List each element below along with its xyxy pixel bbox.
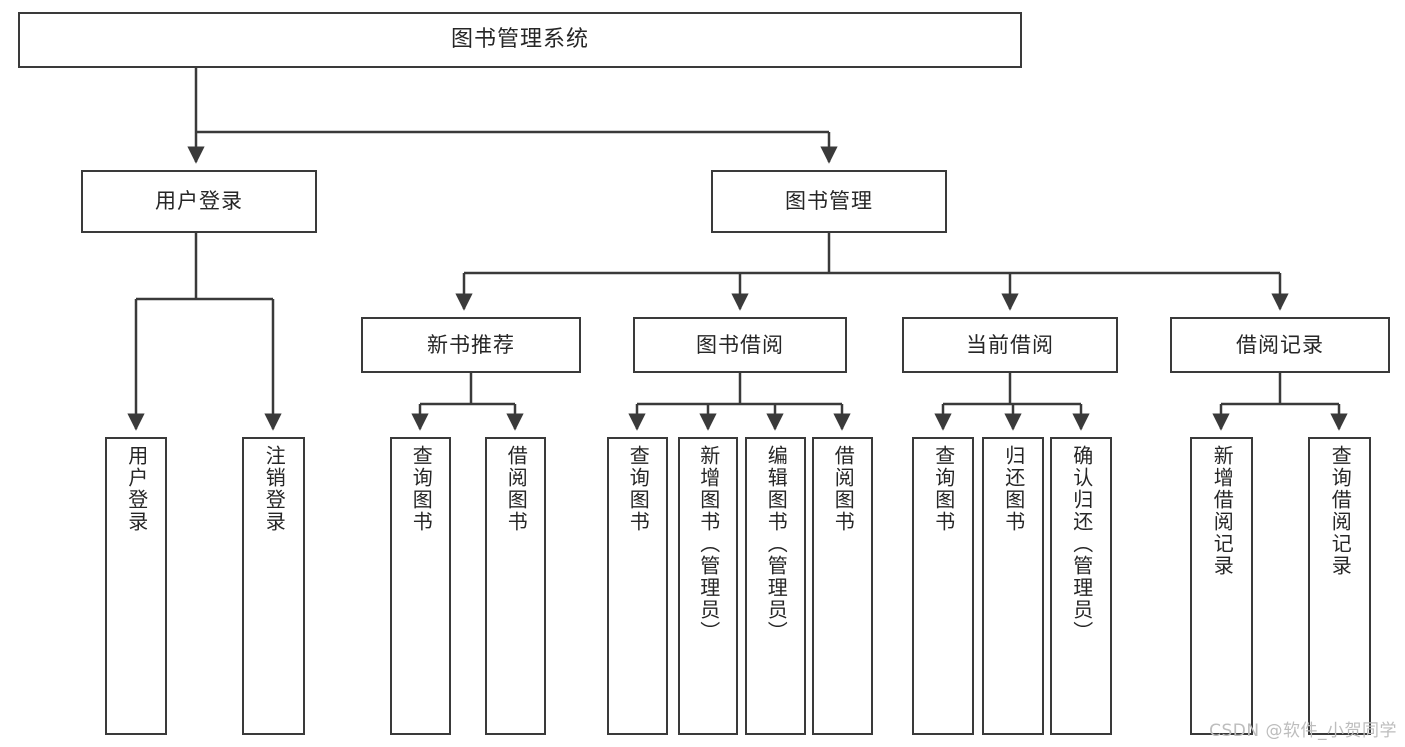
node-borrow-record[interactable]: 借阅记录 <box>1170 317 1390 373</box>
node-current-borrow[interactable]: 当前借阅 <box>902 317 1118 373</box>
node-leaf-query-book-2[interactable]: 查询图书 <box>607 437 668 735</box>
node-current-borrow-label: 当前借阅 <box>966 332 1054 357</box>
node-leaf-logout-login[interactable]: 注销登录 <box>242 437 305 735</box>
node-leaf-return-book[interactable]: 归还图书 <box>982 437 1044 735</box>
node-user-login[interactable]: 用户登录 <box>81 170 317 233</box>
node-leaf-edit-book[interactable]: 编辑图书（管理员） <box>745 437 806 735</box>
node-leaf-add-book[interactable]: 新增图书（管理员） <box>678 437 738 735</box>
node-leaf-borrow-book-1[interactable]: 借阅图书 <box>485 437 546 735</box>
node-leaf-query-book-3[interactable]: 查询图书 <box>912 437 974 735</box>
node-leaf-borrow-book-1-label: 借阅图书 <box>504 445 529 533</box>
node-book-borrow[interactable]: 图书借阅 <box>633 317 847 373</box>
node-leaf-query-book-2-label: 查询图书 <box>626 445 651 533</box>
node-leaf-user-login-label: 用户登录 <box>124 445 149 533</box>
node-leaf-logout-login-label: 注销登录 <box>262 445 287 533</box>
node-leaf-query-book-1[interactable]: 查询图书 <box>390 437 451 735</box>
watermark-text: CSDN @软件_小贺同学 <box>1209 721 1397 741</box>
node-book-manage-label: 图书管理 <box>785 189 873 214</box>
node-user-login-label: 用户登录 <box>155 189 243 214</box>
node-leaf-query-book-1-label: 查询图书 <box>409 445 434 533</box>
node-new-book-recommend-label: 新书推荐 <box>427 332 515 357</box>
node-book-borrow-label: 图书借阅 <box>696 332 784 357</box>
node-leaf-borrow-book-2[interactable]: 借阅图书 <box>812 437 873 735</box>
node-leaf-query-book-3-label: 查询图书 <box>931 445 956 533</box>
node-leaf-return-book-label: 归还图书 <box>1001 445 1026 533</box>
node-new-book-recommend[interactable]: 新书推荐 <box>361 317 581 373</box>
node-leaf-user-login[interactable]: 用户登录 <box>105 437 167 735</box>
node-leaf-query-borrow-record[interactable]: 查询借阅记录 <box>1308 437 1371 735</box>
node-leaf-add-borrow-record[interactable]: 新增借阅记录 <box>1190 437 1253 735</box>
node-book-manage[interactable]: 图书管理 <box>711 170 947 233</box>
node-leaf-add-book-label: 新增图书（管理员） <box>696 445 721 643</box>
node-leaf-confirm-return[interactable]: 确认归还（管理员） <box>1050 437 1112 735</box>
node-leaf-edit-book-label: 编辑图书（管理员） <box>764 445 789 643</box>
node-root-label: 图书管理系统 <box>450 27 589 53</box>
node-leaf-borrow-book-2-label: 借阅图书 <box>831 445 856 533</box>
node-root[interactable]: 图书管理系统 <box>18 12 1022 68</box>
node-borrow-record-label: 借阅记录 <box>1236 332 1324 357</box>
node-leaf-query-borrow-record-label: 查询借阅记录 <box>1328 445 1353 577</box>
node-leaf-add-borrow-record-label: 新增借阅记录 <box>1210 445 1235 577</box>
node-leaf-confirm-return-label: 确认归还（管理员） <box>1069 445 1094 643</box>
